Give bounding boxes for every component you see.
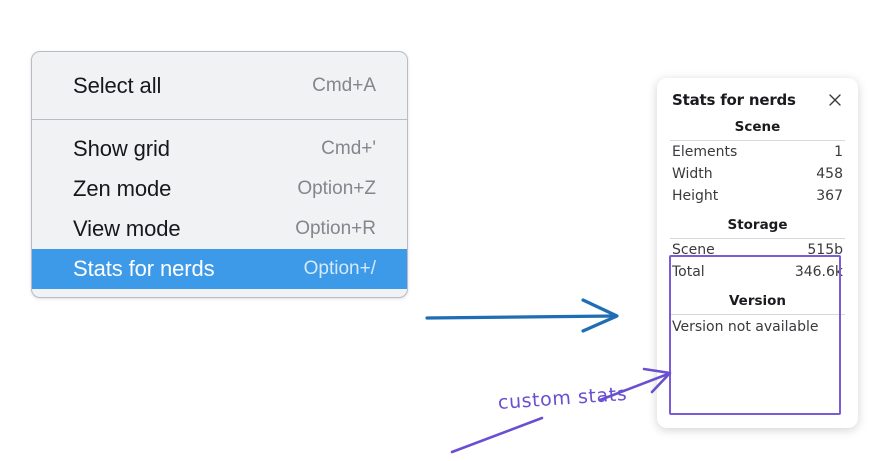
stats-row-value: 367 (816, 188, 843, 204)
purple-underline-stroke (450, 416, 544, 454)
section-divider (670, 314, 845, 315)
stats-row-elements: Elements 1 (669, 141, 846, 163)
stats-row-total: Total 346.6k (669, 261, 846, 283)
handwritten-note: custom stats (497, 382, 629, 414)
stats-row-scene: Scene 515b (669, 239, 846, 261)
menu-group-2: Show grid Cmd+' Zen mode Option+Z View m… (32, 120, 407, 297)
menu-item-shortcut: Cmd+' (321, 138, 376, 159)
stats-row-value: 458 (816, 166, 843, 182)
stats-row-key: Scene (672, 242, 715, 258)
stats-row-key: Total (672, 264, 705, 280)
menu-item-shortcut: Cmd+A (312, 75, 376, 96)
menu-item-zen-mode[interactable]: Zen mode Option+Z (32, 169, 407, 209)
menu-item-label: Select all (73, 73, 162, 98)
menu-item-label: Show grid (73, 136, 170, 161)
menu-item-label: Zen mode (73, 176, 172, 201)
stats-row-value: 515b (807, 242, 843, 258)
context-menu[interactable]: Select all Cmd+A Show grid Cmd+' Zen mod… (31, 51, 408, 298)
stats-section-heading-scene: Scene (734, 119, 781, 135)
stats-row-width: Width 458 (669, 163, 846, 185)
menu-item-shortcut: Option+Z (297, 178, 376, 199)
menu-item-stats-for-nerds[interactable]: Stats for nerds Option+/ (32, 249, 407, 289)
section-divider (670, 238, 845, 239)
menu-item-select-all[interactable]: Select all Cmd+A (32, 66, 407, 106)
menu-item-show-grid[interactable]: Show grid Cmd+' (32, 129, 407, 169)
stats-panel-titlebar: Stats for nerds (669, 90, 846, 109)
menu-item-label: Stats for nerds (73, 256, 215, 281)
menu-item-view-mode[interactable]: View mode Option+R (32, 209, 407, 249)
menu-item-label: View mode (73, 216, 181, 241)
stats-row-height: Height 367 (669, 185, 846, 207)
close-icon[interactable] (826, 91, 844, 109)
stats-for-nerds-panel: Stats for nerds Scene Elements 1 Width 4… (657, 78, 858, 428)
section-divider (670, 140, 845, 141)
menu-item-shortcut: Option+/ (303, 258, 376, 279)
stats-row-key: Height (672, 188, 719, 204)
stats-section-heading-version: Version (728, 293, 787, 309)
blue-arrow-icon (425, 298, 619, 333)
stats-row-key: Elements (672, 144, 738, 160)
menu-group-1: Select all Cmd+A (32, 52, 407, 120)
stats-panel-title: Stats for nerds (672, 91, 796, 109)
menu-item-shortcut: Option+R (295, 218, 376, 239)
stats-row-value: 1 (834, 144, 843, 160)
stats-section-heading-storage: Storage (727, 217, 788, 233)
stats-row-version-unavailable: Version not available (672, 319, 819, 335)
stats-row-key: Width (672, 166, 713, 182)
stats-row-value: 346.6k (794, 264, 843, 280)
